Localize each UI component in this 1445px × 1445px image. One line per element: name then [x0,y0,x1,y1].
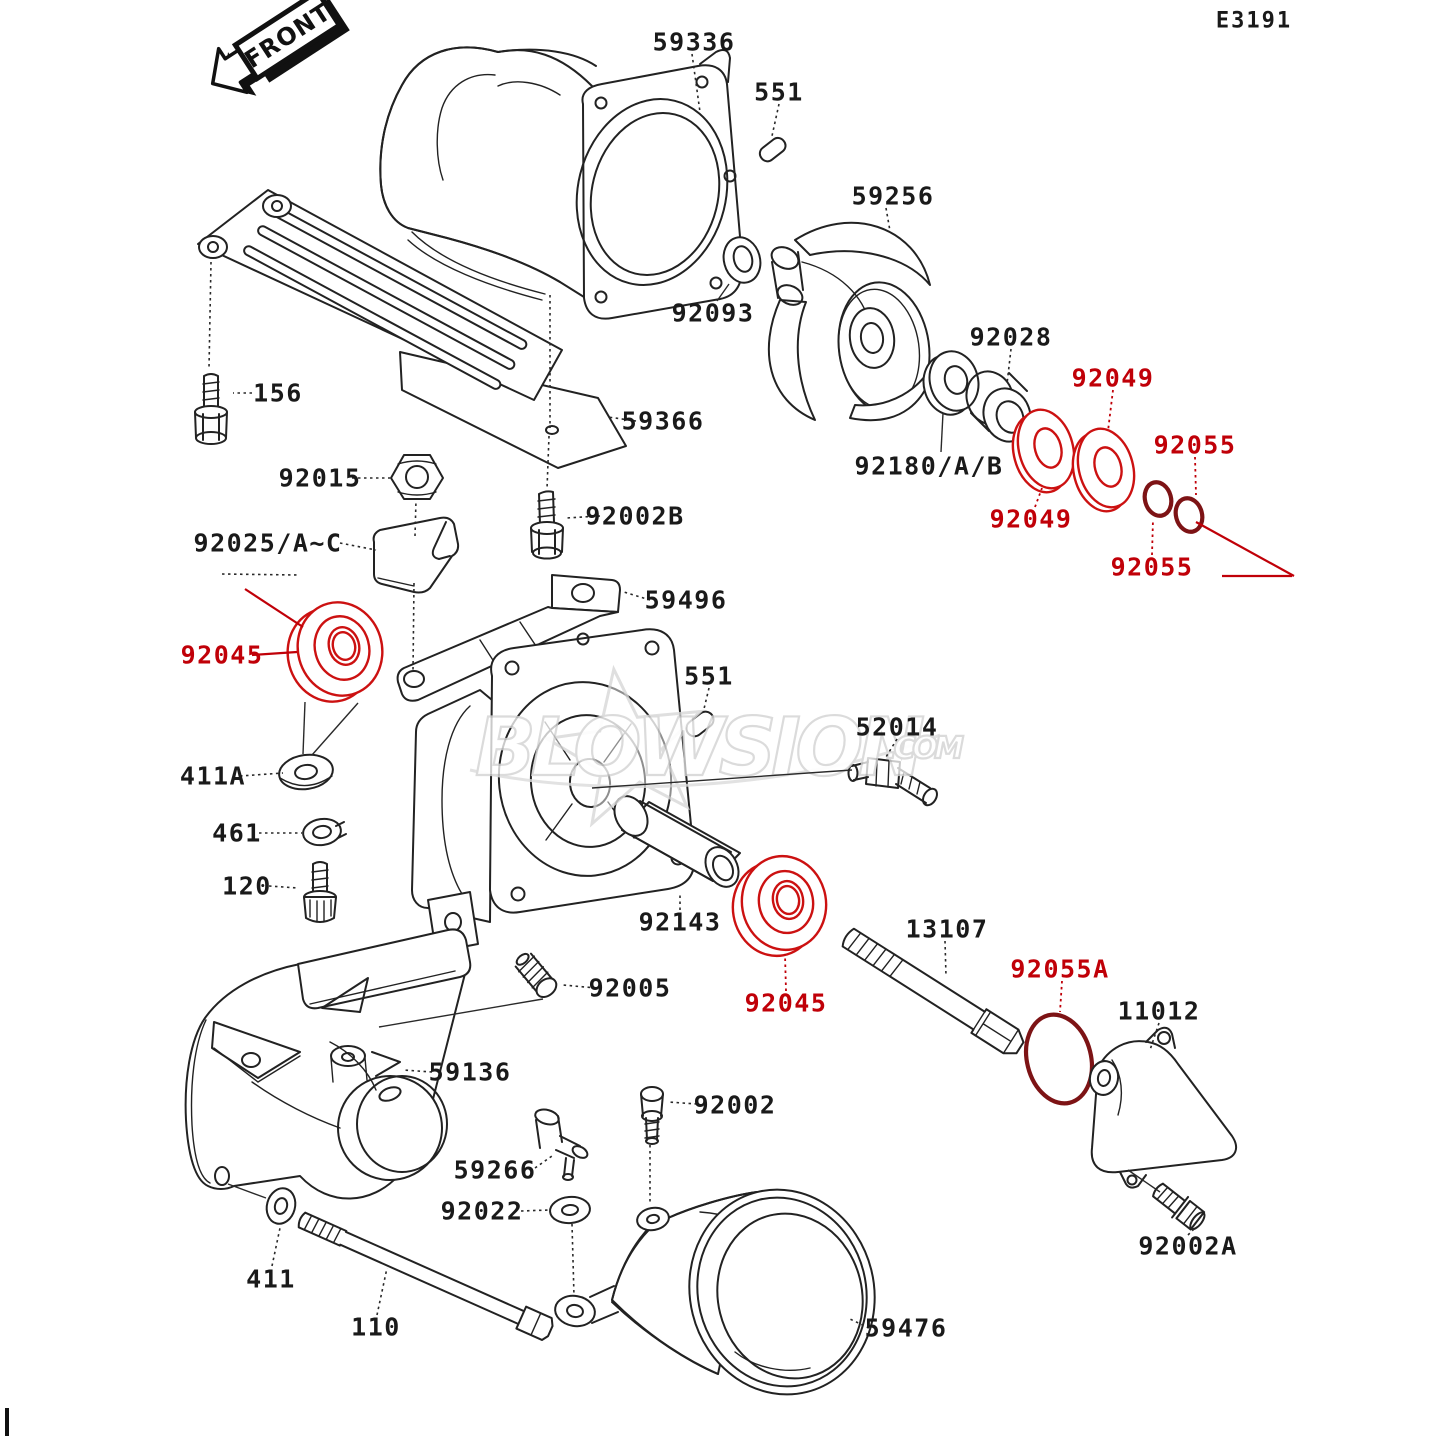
part-label-92143: 92143 [639,908,722,937]
part-label-551: 551 [754,78,804,107]
part-label-92022: 92022 [441,1197,524,1226]
o-ring-92055-left-drawing [1142,480,1174,518]
diagram-code: E3191 [1216,9,1292,34]
part-label-59476: 59476 [865,1314,948,1343]
red-arrow-line [1195,521,1295,577]
part-label-156: 156 [253,379,303,408]
part-label-92002A: 92002A [1138,1232,1237,1261]
part-label-92025AC: 92025/A~C [194,529,343,558]
part-label-92002B: 92002B [585,502,684,531]
bolt-110-drawing [297,1211,554,1341]
part-number-labels: 59336 551 59256 92093 92028 92049 92180/A/B 920… [180,28,1237,1343]
part-label-110: 110 [351,1313,401,1342]
bolt-156-drawing [194,373,228,445]
shaft-13107-drawing [841,927,1025,1055]
part-label-59496: 59496 [645,586,728,615]
part-label-59256: 59256 [852,182,935,211]
shim-92025-drawing [372,516,460,594]
part-label-461: 461 [212,819,262,848]
part-label-92093: 92093 [672,299,755,328]
part-label-92005: 92005 [589,974,672,1003]
part-label-92180AB: 92180/A/B [855,452,1004,481]
part-label-92028: 92028 [970,323,1053,352]
bearing-92045-lower-drawing [731,854,828,958]
pump-case-59336-drawing [379,46,744,320]
part-label-92002: 92002 [694,1091,777,1120]
screw-120-drawing [303,861,337,923]
washer-411A-drawing [278,753,334,791]
part-label-92055A: 92055A [1010,955,1109,984]
leader-lines-red [244,389,1295,1013]
watermark-logo: BLOWSION .COM [469,664,965,828]
part-label-120: 120 [222,872,272,901]
cone-11012-drawing [1088,1026,1238,1189]
part-label-411A: 411A [180,762,246,791]
ride-plate-59366-drawing [197,189,627,469]
washer-92022-drawing [549,1195,591,1225]
part-label-59366: 59366 [622,407,705,436]
part-label-551: 551 [684,662,734,691]
part-label-59336: 59336 [653,28,736,57]
impeller-59256-drawing [767,221,935,422]
front-direction-sign: FRONT [210,0,350,96]
bolt-92002B-drawing [530,490,564,560]
part-label-92055: 92055 [1154,431,1237,460]
bearing-92045-upper-drawing [286,601,384,703]
part-label-92045: 92045 [745,989,828,1018]
watermark-suffix: .COM [886,731,964,766]
o-ring-92055-right-drawing [1173,496,1205,534]
bushing-92028-drawing [965,370,1032,443]
part-label-411: 411 [246,1265,296,1294]
washer-92049-first-drawing [1011,408,1076,494]
washer-92049-second-drawing [1071,427,1136,513]
o-ring-92055A-drawing [1023,1012,1095,1106]
fitting-92005-drawing [514,952,558,999]
part-label-92015: 92015 [279,464,362,493]
fitting-52014-drawing [847,757,938,807]
part-label-59136: 59136 [429,1058,512,1087]
leader-lines-dashed [208,53,1197,1329]
sleeve-92143-drawing [613,795,741,888]
ring-92093-drawing [722,236,762,284]
part-label-13107: 13107 [906,915,989,944]
leader-lines-solid [227,283,1161,1199]
part-label-52014: 52014 [856,713,939,742]
part-label-92045: 92045 [181,641,264,670]
fitting-59266-drawing [534,1108,589,1181]
lock-washer-461-drawing [302,817,347,847]
part-label-59266: 59266 [454,1156,537,1185]
washer-411-drawing [265,1187,297,1225]
watermark-text: BLOWSION [475,701,925,794]
part-label-92049: 92049 [990,505,1073,534]
part-label-92055: 92055 [1111,553,1194,582]
support-59136-drawing [184,928,472,1200]
part-label-11012: 11012 [1118,997,1201,1026]
dowel-pin-551-top-drawing [758,136,787,163]
part-label-92049: 92049 [1072,364,1155,393]
bolt-92002A-drawing [1152,1182,1206,1231]
bolt-92002-drawing [640,1086,664,1145]
nozzle-59476-drawing [554,1188,876,1396]
nut-92015-drawing [390,454,444,500]
